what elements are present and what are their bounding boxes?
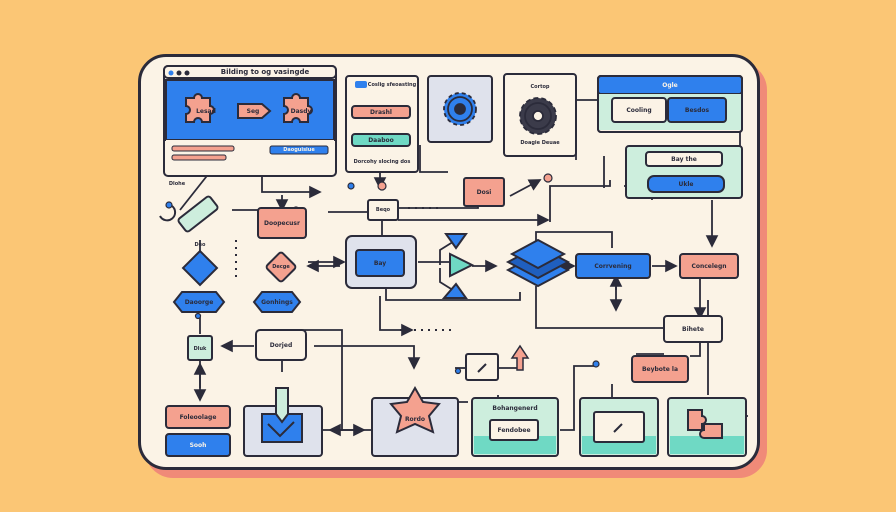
window-control-icon[interactable] <box>184 70 190 76</box>
blue-right-shape[interactable] <box>575 253 651 279</box>
top-mid-pink-shape[interactable] <box>463 177 505 207</box>
center-blue-shape[interactable] <box>355 249 405 277</box>
card-stack-item2: Daaboo <box>368 136 394 144</box>
arrow-tag-icon <box>237 103 272 119</box>
teal-card-title: Bohangenerd <box>492 404 538 412</box>
white-right-label[interactable]: Bihete <box>682 325 704 333</box>
card-stack-panel <box>345 75 419 173</box>
up-arrow-icon <box>510 344 530 371</box>
dot-blue <box>592 360 600 368</box>
arrow-label: Seg <box>246 107 260 115</box>
pink-right-shape[interactable] <box>679 253 739 279</box>
gear-blue-icon <box>443 92 477 126</box>
puzzle-right-label: Dasdy <box>290 107 312 115</box>
left-pills <box>172 291 302 313</box>
teal-inner-label[interactable]: Fendobee <box>497 426 531 434</box>
feather-icon <box>159 195 219 233</box>
card-stack-item1: Drashl <box>370 108 392 116</box>
header-footer-label: Daoguisiue <box>283 147 315 153</box>
blue-diamond-icon <box>181 249 219 287</box>
bay-the-button-shape[interactable] <box>645 151 723 167</box>
doc-pen-icon <box>613 423 623 433</box>
besdos-button-label[interactable]: Besdos <box>684 106 710 114</box>
blue-pill-mid-label: Gonhings <box>261 298 293 306</box>
blue-pill-left-label: Daoorge <box>184 298 214 306</box>
small-tile <box>187 335 213 361</box>
left-icon-label: Dlohe <box>168 181 186 187</box>
puzzle-piece-right-icon <box>283 93 313 123</box>
left-bottom-blue-label: Sooh <box>189 441 207 449</box>
dotted-links <box>235 207 452 331</box>
layers-icon <box>505 238 571 288</box>
ukle-button-label[interactable]: Ukle <box>678 180 694 188</box>
gear-dark-icon <box>519 97 557 135</box>
dot-blue <box>347 182 355 190</box>
window-control-icon[interactable] <box>168 70 174 76</box>
blue-right-label[interactable]: Corrvening <box>594 262 632 270</box>
ukle-button-shape[interactable] <box>647 175 725 193</box>
footer-bar <box>269 145 329 155</box>
center-small-shape[interactable] <box>367 199 399 221</box>
pink-right-lower-label[interactable]: Beybote la <box>641 365 679 373</box>
dot-blue <box>454 367 462 375</box>
bay-the-button-label[interactable]: Bay the <box>671 155 697 163</box>
header-panel-title: Bilding to og vasingde <box>220 68 310 76</box>
pink-right-lower-shape[interactable] <box>631 355 689 383</box>
center-small-label[interactable]: Beqo <box>375 207 391 213</box>
dot-pink <box>543 173 553 183</box>
small-device-check-icon <box>477 363 487 373</box>
dot-blue <box>194 312 202 320</box>
tray-check-icon <box>267 421 295 438</box>
puzzle-card-icon <box>699 423 723 439</box>
bottom-pink-label[interactable]: Dorjed <box>269 341 293 349</box>
center-pink-label[interactable]: Doopecusr <box>264 219 300 227</box>
progress-bar <box>171 154 227 161</box>
window-top-right-title: Ogle <box>662 81 678 89</box>
card-stack-footer: Dorcohy slocing dos <box>353 159 411 165</box>
cooling-button-label[interactable]: Cooling <box>626 106 652 114</box>
top-mid-pink-label[interactable]: Dosi <box>476 188 492 196</box>
window-control-icon[interactable] <box>176 70 182 76</box>
window-top-right-frame <box>597 75 743 133</box>
puzzle-left-label: Lesad <box>196 107 216 115</box>
dot-pink <box>377 181 387 191</box>
left-bottom-pink-shape <box>165 405 231 429</box>
cooling-button-shape[interactable] <box>611 97 667 123</box>
center-pink-shape[interactable] <box>257 207 307 239</box>
gear-card-label-top: Cortop <box>530 84 550 90</box>
white-right-shape[interactable] <box>663 315 723 343</box>
small-tag-label: Deo <box>194 242 206 248</box>
center-blue-label[interactable]: Bay <box>373 259 387 267</box>
pink-diamond-icon <box>265 251 297 283</box>
dot-blue <box>165 201 173 209</box>
left-bottom-pink-label: Foleoolage <box>179 413 217 421</box>
bottom-pink-shape[interactable] <box>255 329 307 361</box>
puzzle-card-stripe <box>670 436 744 454</box>
puzzle-card-icon <box>687 409 707 431</box>
card-stack-title: Coslig sfeoasting <box>368 82 416 88</box>
star-badge-icon <box>389 385 441 434</box>
star-label: Rordo <box>404 415 426 423</box>
triangle-icons <box>441 233 475 299</box>
pink-right-label[interactable]: Concelegn <box>691 262 727 270</box>
orange-diamond-label: Decge <box>272 264 290 270</box>
gear-card-label-bottom: Doagie Deuae <box>520 140 560 146</box>
card-stack-badge-icon <box>355 81 367 88</box>
progress-bar <box>171 145 235 152</box>
puzzle-piece-left-icon <box>185 93 215 123</box>
tray-down-arrow-icon <box>275 387 289 424</box>
teal-inner-shape[interactable] <box>489 419 539 441</box>
left-bottom-blue-shape <box>165 433 231 457</box>
small-device-label: Dluk <box>193 346 207 352</box>
besdos-button-shape[interactable] <box>667 97 727 123</box>
